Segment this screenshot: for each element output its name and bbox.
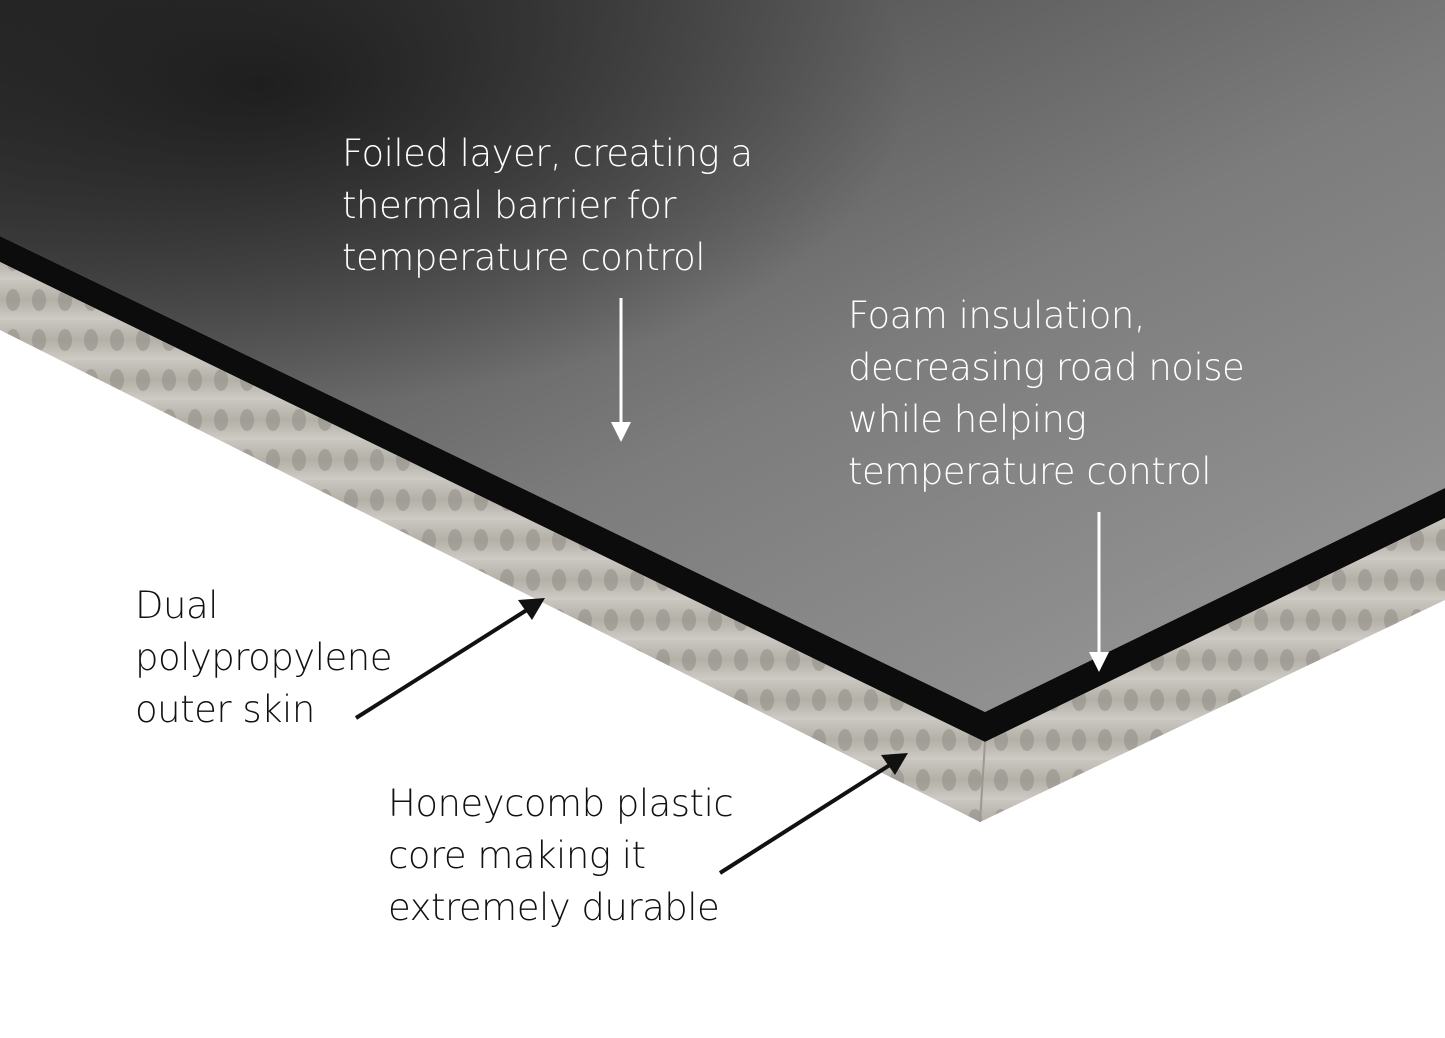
foam-insulation-callout: Foam insulation, decreasing road noise w…: [848, 290, 1245, 498]
callout-line: Foiled layer, creating a: [342, 132, 753, 175]
callout-line: core making it: [388, 834, 646, 877]
callout-line: thermal barrier for: [342, 184, 677, 227]
honeycomb-core-left: [0, 262, 985, 822]
callout-line: polypropylene: [135, 636, 392, 679]
honeycomb-core-right: [980, 518, 1445, 822]
foil-arrow-icon: [611, 298, 631, 442]
callout-line: extremely durable: [388, 886, 720, 929]
callout-line: while helping: [848, 398, 1087, 441]
callout-line: outer skin: [135, 688, 315, 731]
outer-skin-callout: Dual polypropylene outer skin: [135, 580, 392, 736]
callout-line: decreasing road noise: [848, 346, 1245, 389]
callout-line: Dual: [135, 584, 218, 627]
callout-line: Foam insulation,: [848, 294, 1146, 337]
honeycomb-core-callout: Honeycomb plastic core making it extreme…: [388, 778, 734, 934]
core-arrow-icon: [718, 753, 908, 875]
callout-line: temperature control: [848, 450, 1212, 493]
foam-arrow-icon: [1089, 512, 1109, 672]
skin-arrow-icon: [354, 598, 545, 720]
foil-layer-callout: Foiled layer, creating a thermal barrier…: [342, 128, 753, 284]
callout-line: temperature control: [342, 236, 706, 279]
callout-line: Honeycomb plastic: [388, 782, 734, 825]
